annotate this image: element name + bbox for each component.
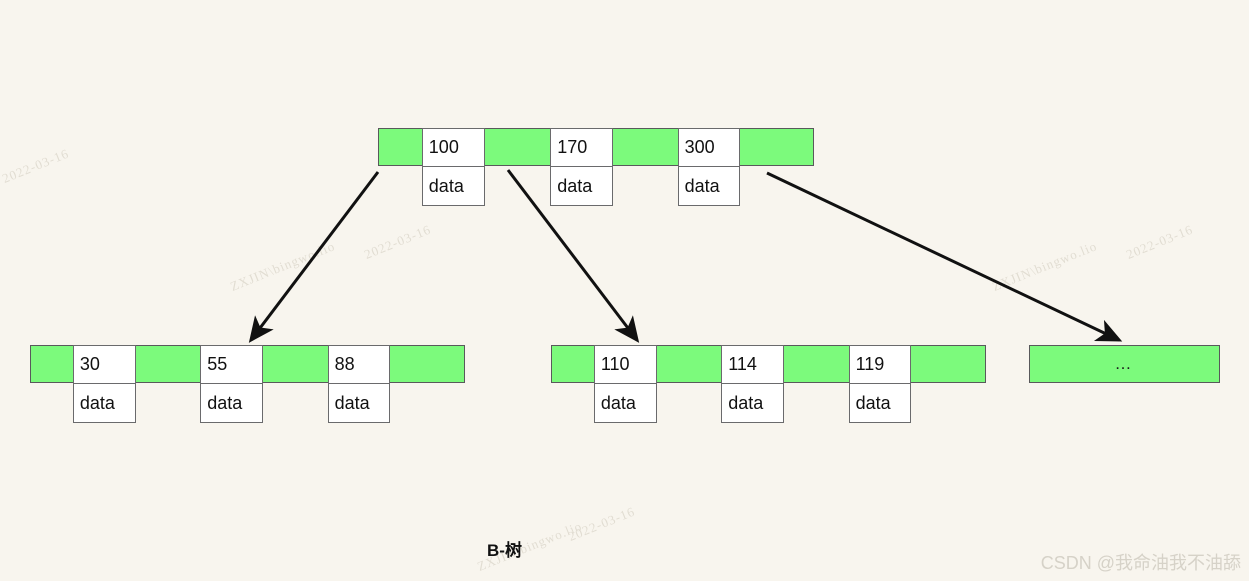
btree-cell[interactable]: 110 data — [593, 345, 657, 423]
watermark-date: 2022-03-16 — [1124, 221, 1196, 262]
node-gap — [612, 129, 678, 165]
btree-cell-key: 55 — [201, 346, 262, 384]
node-gap — [783, 346, 849, 382]
btree-cell-data: data — [207, 392, 243, 413]
btree-cell-key: 30 — [73, 346, 135, 384]
node-gap — [484, 129, 551, 165]
btree-cell[interactable]: 88 data — [327, 345, 391, 423]
btree-cell-key: 119 — [849, 346, 911, 384]
btree-cell-key: 100 — [422, 129, 484, 167]
btree-cell[interactable]: 300 data — [677, 128, 741, 206]
btree-cell-data: data — [79, 392, 115, 413]
btree-cell-data: data — [557, 175, 593, 196]
btree-cell-key: 114 — [722, 346, 783, 384]
btree-cell[interactable]: 100 data — [421, 128, 485, 206]
btree-cell-key: 110 — [594, 346, 656, 384]
node-gap — [740, 129, 814, 165]
watermark-user: ZXJIN\bingwo.lio — [228, 238, 338, 294]
node-gap — [656, 346, 722, 382]
btree-cell-data: data — [855, 392, 891, 413]
btree-cell-data: data — [600, 392, 636, 413]
node-gap — [911, 346, 985, 382]
btree-cell-key: 88 — [328, 346, 390, 384]
btree-node-middle-child[interactable]: 110 data 114 data 119 data — [551, 345, 986, 423]
node-gap — [379, 129, 422, 165]
node-gap — [552, 346, 594, 382]
watermark-date: 2022-03-16 — [0, 145, 72, 186]
watermark-date: 2022-03-16 — [566, 503, 638, 544]
node-gap — [262, 346, 328, 382]
edge-root-to-left-child — [248, 171, 380, 343]
watermark-date: 2022-03-16 — [362, 221, 434, 262]
node-gap — [31, 346, 73, 382]
btree-cell-data: data — [728, 392, 764, 413]
btree-cell-data: data — [428, 175, 464, 196]
edge-root-to-right-child — [766, 171, 1123, 342]
btree-cell[interactable]: 119 data — [848, 345, 912, 423]
btree-cell[interactable]: 170 data — [550, 128, 613, 206]
csdn-credit: CSDN @我命油我不油舔 — [1040, 553, 1241, 573]
node-gap — [135, 346, 201, 382]
btree-node-right-child[interactable]: … — [1029, 345, 1220, 383]
btree-cell-data: data — [334, 392, 370, 413]
btree-cell-data: data — [684, 175, 720, 196]
diagram-caption: B-树 — [487, 541, 522, 560]
btree-cell[interactable]: 114 data — [721, 345, 784, 423]
node-gap — [390, 346, 464, 382]
btree-node-left-child[interactable]: 30 data 55 data 88 data — [30, 345, 465, 423]
btree-node-ellipsis-label: … — [1114, 354, 1135, 373]
btree-cell[interactable]: 30 data — [72, 345, 136, 423]
btree-cell-key: 300 — [678, 129, 740, 167]
watermark-user: ZXJIN\bingwo.lio — [990, 238, 1100, 294]
btree-cell[interactable]: 55 data — [200, 345, 263, 423]
btree-node-root[interactable]: 100 data 170 data 300 data — [378, 128, 814, 206]
btree-cell-key: 170 — [551, 129, 612, 167]
